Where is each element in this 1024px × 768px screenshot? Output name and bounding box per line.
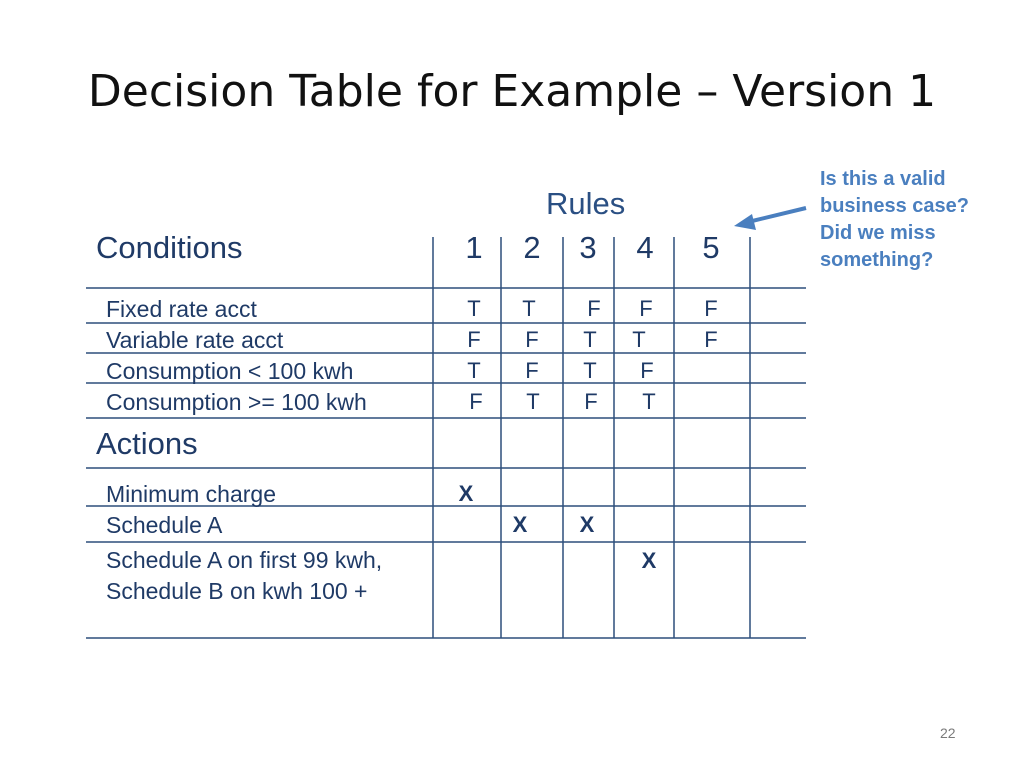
rule-number: 4 [636, 230, 654, 265]
page-number: 22 [940, 725, 956, 741]
condition-label: Variable rate acct [106, 327, 284, 353]
condition-value: F [640, 358, 654, 383]
condition-value: T [583, 327, 597, 352]
action-label: Schedule A on first 99 kwh, [106, 547, 383, 573]
condition-value: T [467, 296, 481, 321]
condition-value: F [639, 296, 653, 321]
rule-number: 2 [523, 230, 541, 265]
action-mark: X [458, 481, 474, 506]
condition-value: F [469, 389, 483, 414]
slide-title: Decision Table for Example – Version 1 [87, 66, 937, 117]
condition-value: F [584, 389, 598, 414]
action-label: Schedule A [106, 512, 223, 538]
arrow-icon [734, 206, 807, 230]
condition-label: Consumption < 100 kwh [106, 358, 354, 384]
condition-label: Consumption >= 100 kwh [106, 389, 367, 415]
action-label: Minimum charge [106, 481, 276, 507]
rule-number: 5 [702, 230, 720, 265]
condition-value: T [632, 327, 646, 352]
condition-value: F [704, 327, 718, 352]
actions-header: Actions [96, 426, 198, 461]
rule-number: 3 [579, 230, 597, 265]
condition-value: T [526, 389, 540, 414]
rules-label: Rules [546, 186, 626, 221]
callout-note: Is this a valid business case? Did we mi… [820, 168, 969, 271]
condition-value: T [583, 358, 597, 383]
action-label-continued: Schedule B on kwh 100 + [106, 578, 368, 604]
condition-value: F [525, 327, 539, 352]
condition-value: F [704, 296, 718, 321]
condition-value: T [467, 358, 481, 383]
condition-value: F [467, 327, 481, 352]
condition-value: T [522, 296, 536, 321]
condition-label: Fixed rate acct [106, 296, 257, 322]
condition-value: T [642, 389, 656, 414]
rule-number: 1 [465, 230, 483, 265]
conditions-header: Conditions [96, 230, 243, 265]
condition-value: F [587, 296, 601, 321]
condition-value: F [525, 358, 539, 383]
action-mark: X [579, 512, 595, 537]
action-mark: X [512, 512, 528, 537]
action-mark: X [641, 548, 657, 573]
